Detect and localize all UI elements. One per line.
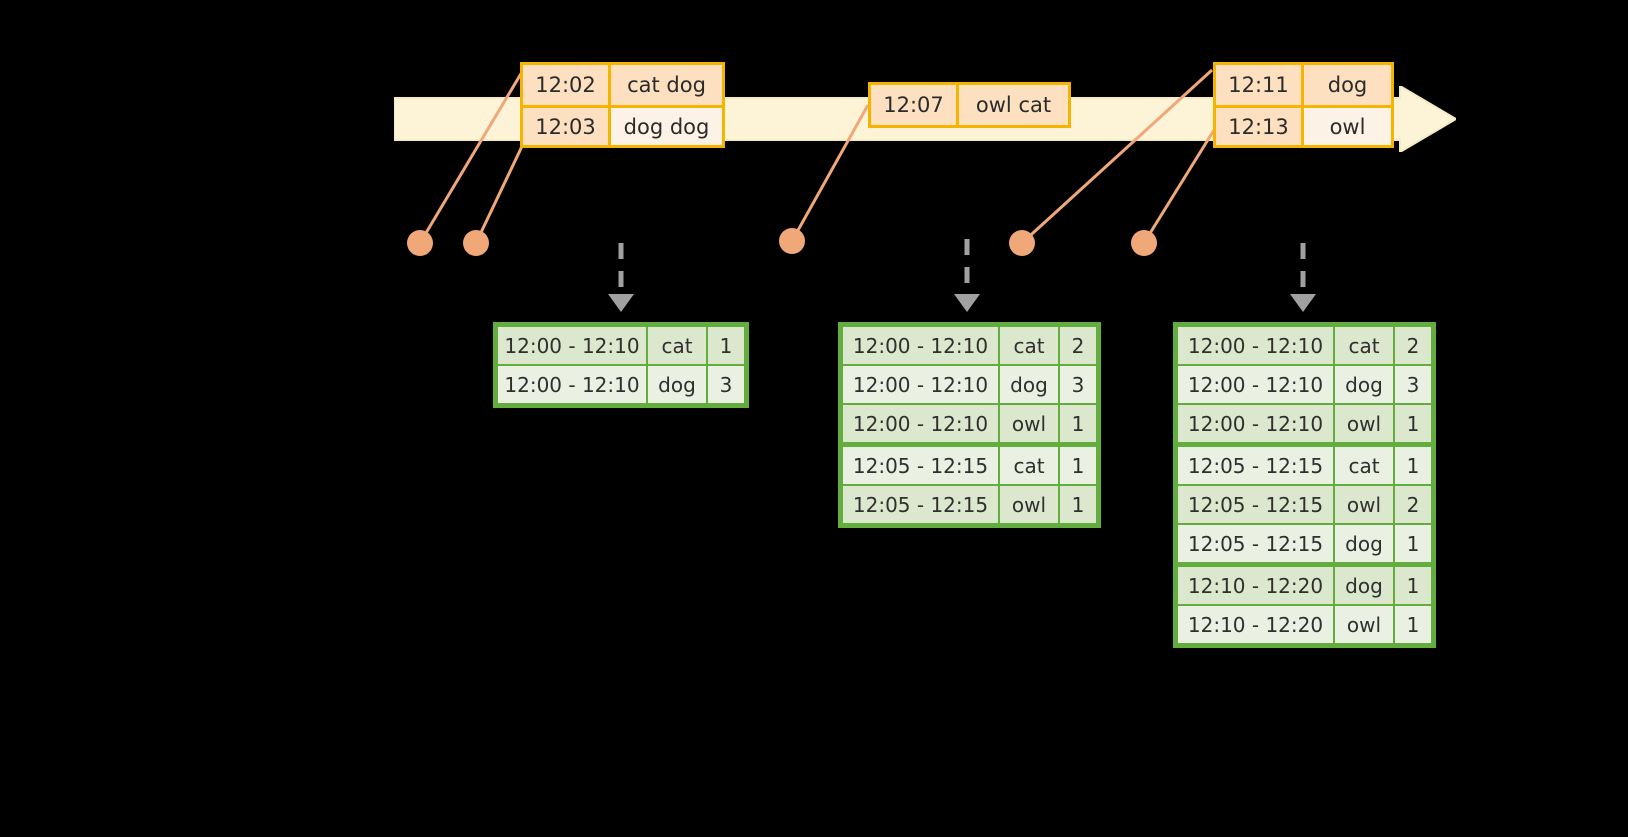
- event-time: 12:13: [1216, 108, 1304, 145]
- event-words: dog dog: [611, 108, 722, 145]
- cell-word: owl: [1000, 405, 1058, 442]
- cell-window: 12:00 - 12:10: [843, 327, 998, 364]
- cell-window: 12:00 - 12:10: [843, 366, 998, 403]
- cell-window: 12:05 - 12:15: [1178, 447, 1333, 484]
- cell-count: 1: [1060, 405, 1096, 442]
- event-words: owl cat: [959, 85, 1068, 125]
- cell-window: 12:10 - 12:20: [1178, 567, 1333, 604]
- cell-window: 12:05 - 12:15: [1178, 486, 1333, 523]
- event-words: owl: [1304, 108, 1391, 145]
- event-time: 12:07: [871, 85, 959, 125]
- cell-word: owl: [1000, 486, 1058, 523]
- cell-window: 12:00 - 12:10: [1178, 366, 1333, 403]
- dashed-arrow-to-table-2-head: [954, 294, 980, 312]
- event-time: 12:11: [1216, 65, 1304, 105]
- cell-window: 12:00 - 12:10: [1178, 327, 1333, 364]
- cell-word: cat: [1335, 447, 1393, 484]
- connector-dots: [407, 228, 1157, 256]
- connector-line-2: [474, 139, 527, 244]
- cell-word: cat: [648, 327, 706, 364]
- cell-window: 12:05 - 12:15: [843, 447, 998, 484]
- event-time: 12:02: [523, 65, 611, 105]
- cell-word: cat: [1000, 447, 1058, 484]
- dashed-arrow-to-table-1-head: [608, 294, 634, 312]
- cell-count: 1: [1395, 606, 1431, 643]
- cell-count: 2: [1395, 327, 1431, 364]
- cell-word: owl: [1335, 606, 1393, 643]
- cell-window: 12:00 - 12:10: [1178, 405, 1333, 442]
- connector-dot-5: [1131, 230, 1157, 256]
- cell-window: 12:10 - 12:20: [1178, 606, 1333, 643]
- cell-word: cat: [1000, 327, 1058, 364]
- cell-word: cat: [1335, 327, 1393, 364]
- event-words: cat dog: [611, 65, 722, 105]
- cell-window: 12:00 - 12:10: [498, 327, 646, 364]
- event-words: dog: [1304, 65, 1391, 105]
- cell-count: 1: [1060, 447, 1096, 484]
- connector-dot-1: [407, 230, 433, 256]
- cell-window: 12:05 - 12:15: [1178, 525, 1333, 562]
- cell-count: 1: [1395, 447, 1431, 484]
- connector-dot-2: [463, 230, 489, 256]
- cell-count: 3: [708, 366, 744, 403]
- cell-count: 3: [1395, 366, 1431, 403]
- cell-word: dog: [648, 366, 706, 403]
- cell-word: dog: [1335, 525, 1393, 562]
- dashed-arrows: [608, 239, 1316, 312]
- cell-word: owl: [1335, 405, 1393, 442]
- cell-word: owl: [1335, 486, 1393, 523]
- cell-count: 3: [1060, 366, 1096, 403]
- cell-count: 1: [1395, 567, 1431, 604]
- cell-word: dog: [1335, 366, 1393, 403]
- cell-window: 12:05 - 12:15: [843, 486, 998, 523]
- connector-dot-4: [1009, 230, 1035, 256]
- cell-count: 1: [1060, 486, 1096, 523]
- cell-count: 1: [1395, 405, 1431, 442]
- event-time: 12:03: [523, 108, 611, 145]
- connector-dot-3: [779, 228, 805, 254]
- cell-word: dog: [1335, 567, 1393, 604]
- cell-count: 2: [1060, 327, 1096, 364]
- cell-window: 12:00 - 12:10: [498, 366, 646, 403]
- cell-count: 2: [1395, 486, 1431, 523]
- cell-count: 1: [708, 327, 744, 364]
- dashed-arrow-to-table-3-head: [1290, 294, 1316, 312]
- cell-word: dog: [1000, 366, 1058, 403]
- cell-window: 12:00 - 12:10: [843, 405, 998, 442]
- cell-count: 1: [1395, 525, 1431, 562]
